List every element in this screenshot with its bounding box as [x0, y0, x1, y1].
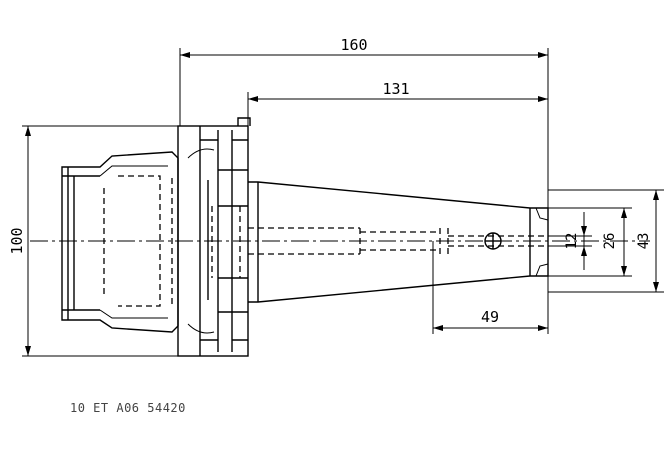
dim-clamping-length: 49	[432, 241, 549, 334]
dim-label-26: 26	[602, 233, 618, 250]
dim-label-160: 160	[340, 36, 367, 54]
flange	[177, 117, 251, 357]
dim-label-100: 100	[8, 227, 26, 254]
part-number: 10 ET A06 54420	[70, 401, 186, 415]
dim-nose-diameters: 12 26 43	[548, 189, 664, 293]
dim-flange-diameter: 100	[8, 125, 178, 357]
hsk-shank	[61, 151, 179, 333]
tapered-body	[248, 181, 549, 303]
dim-label-12: 12	[564, 233, 580, 250]
dim-label-131: 131	[382, 80, 409, 98]
dim-label-49: 49	[481, 308, 499, 326]
dim-label-43: 43	[636, 233, 652, 250]
dim-gauge-length: 131	[247, 80, 548, 126]
dim-overall-length: 160	[179, 36, 549, 208]
